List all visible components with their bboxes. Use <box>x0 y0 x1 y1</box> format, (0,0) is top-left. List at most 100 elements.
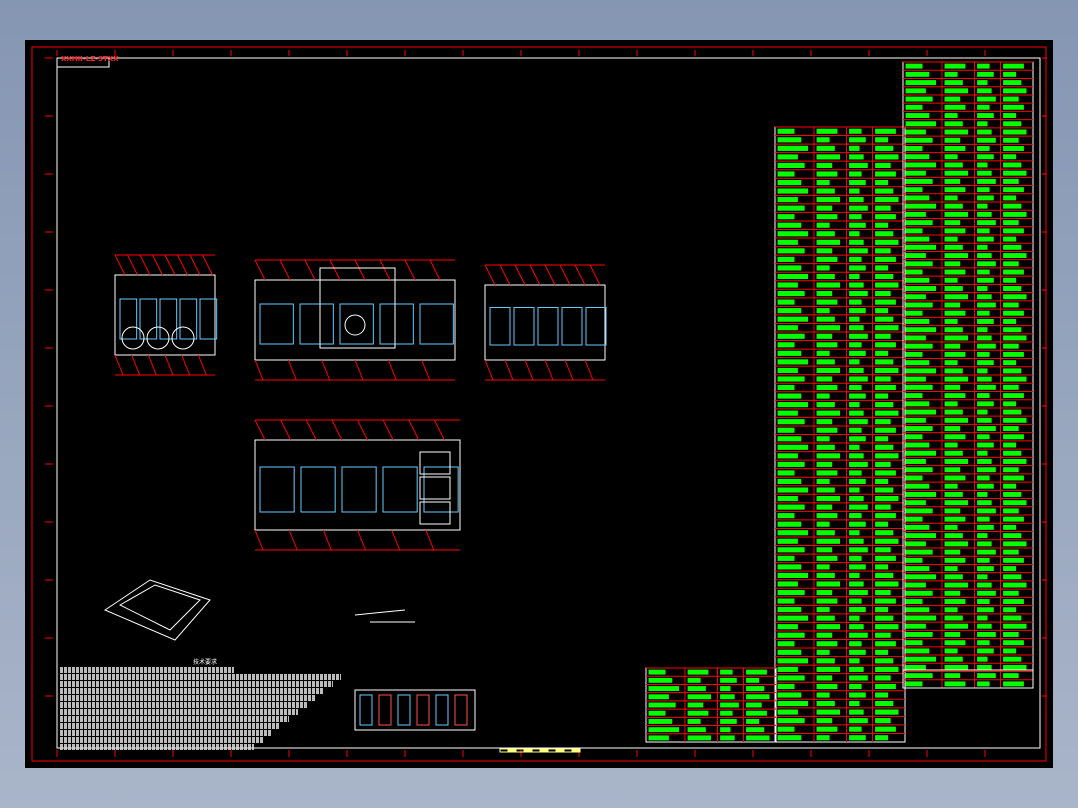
parts-list-right-cell-text <box>977 360 994 366</box>
parts-list-main-cell-text <box>777 513 795 519</box>
parts-list-right-cell-text <box>944 154 958 160</box>
motor <box>419 501 451 525</box>
parts-list-main-cell-text <box>849 701 860 707</box>
parts-list-right-cell-text <box>944 318 958 324</box>
parts-list-right-cell-text <box>905 360 930 366</box>
rear-view-leader <box>524 359 534 381</box>
cad-drawing-canvas[interactable]: XXHII-LZ-3TXX 技术要求 <box>25 40 1053 768</box>
parts-list-right-cell-text <box>905 327 937 333</box>
parts-list-main-cell-text <box>849 709 864 715</box>
parts-list-right-cell-text <box>944 178 961 184</box>
parts-list-main-cell-text <box>849 350 866 356</box>
scale-bar-segment <box>563 748 573 753</box>
parts-list-main-cell-text <box>777 709 798 715</box>
front-view-component <box>179 298 198 340</box>
parts-list-main-cell-text <box>849 538 864 544</box>
parts-list-right-cell-text <box>944 71 958 77</box>
parts-list-main-cell-text <box>777 496 798 502</box>
parts-list-right-cell-text <box>977 623 992 629</box>
parts-list-main-cell-text <box>777 291 805 297</box>
parts-list-main-cell-text <box>849 384 862 391</box>
parts-list-main-cell-text <box>875 427 896 433</box>
parts-list-right-cell-text <box>944 442 958 448</box>
scale-bar-segment <box>547 748 557 753</box>
parts-list-main-cell-text <box>777 701 809 707</box>
parts-list-right-cell-text <box>905 623 926 629</box>
parts-list-right-cell-text <box>977 137 996 143</box>
parts-list-right-cell-text <box>905 187 923 193</box>
parts-list-main-cell-text <box>875 342 896 348</box>
parts-list-right-cell-text <box>1003 566 1017 572</box>
parts-list-right-cell-text <box>905 368 937 374</box>
parts-list-main-cell-text <box>816 461 833 467</box>
side-view-leader <box>404 259 416 281</box>
parts-list-main-cell-text <box>849 402 860 408</box>
parts-list-main-cell-text <box>875 513 896 519</box>
parts-list-main-cell-text <box>777 333 805 339</box>
parts-list-right-cell-text <box>1003 351 1024 357</box>
parts-list-right-cell-text <box>905 121 937 127</box>
side-view-leader <box>304 259 316 281</box>
parts-list-right-cell-text <box>977 491 988 497</box>
parts-list-right-cell-text <box>1003 417 1027 423</box>
parts-list-right-cell-text <box>977 318 994 324</box>
parts-list-main-cell-text <box>816 316 835 322</box>
parts-list-main-cell-text <box>777 564 802 570</box>
parts-list-main-cell-text <box>875 188 894 194</box>
parts-list-right-cell-text <box>944 104 966 110</box>
parts-list-right-cell-text <box>944 63 966 69</box>
parts-list-main-cell-text <box>875 282 899 288</box>
parts-list-right-cell-text <box>977 590 996 596</box>
parts-list-main-cell-text <box>875 632 891 638</box>
parts-list-main-cell-text <box>816 299 838 305</box>
parts-list-main-cell-text <box>849 205 868 211</box>
parts-list-right-cell-text <box>1003 393 1024 399</box>
parts-list-main-cell-text <box>875 231 894 237</box>
parts-list-main-cell-text <box>777 137 802 143</box>
parts-list-right-cell-text <box>977 302 996 308</box>
drawing-tag-label: XXHII-LZ-3TXX <box>61 55 119 63</box>
parts-list-main-cell-text <box>816 222 830 228</box>
parts-list-main-cell-text <box>777 308 802 314</box>
parts-list-right-cell-text <box>905 71 930 77</box>
parts-list-right-cell-text <box>944 648 958 654</box>
parts-list-main-cell-text <box>875 154 899 160</box>
parts-list-main-cell-text <box>777 555 795 561</box>
parts-list-right-cell-text <box>977 434 990 440</box>
parts-list-main-cell-text <box>849 171 862 177</box>
parts-list-main-cell-text <box>849 299 862 305</box>
parts-list-main-cell-text <box>849 572 860 578</box>
parts-list-main-cell-text <box>777 453 798 459</box>
parts-list-bottom-cell-text <box>648 710 666 716</box>
parts-list-main-cell-text <box>777 188 809 194</box>
top-view-leader <box>254 529 264 551</box>
parts-list-right-cell-text <box>977 195 994 201</box>
parts-list-right-cell-text <box>1003 574 1022 580</box>
parts-list-right-cell-text <box>944 310 966 316</box>
parts-list-main-cell-text <box>875 256 896 262</box>
schematic-symbol <box>378 694 392 726</box>
side-view-leader <box>254 259 266 281</box>
parts-list-main-cell-text <box>849 273 860 280</box>
parts-list-right-cell-text <box>1003 664 1027 670</box>
top-view-leader <box>254 419 266 441</box>
parts-list-right-cell-text <box>944 549 961 555</box>
parts-list-right-cell-text <box>944 541 968 547</box>
parts-list-main-cell-text <box>849 410 864 416</box>
parts-list-right-cell-text <box>944 557 966 563</box>
parts-list-main-cell-text <box>875 444 894 450</box>
parts-list-right-cell-text <box>944 162 963 168</box>
parts-list-right-cell-text <box>1003 335 1027 341</box>
parts-list-right-cell-text <box>944 187 966 193</box>
parts-list-right-cell-text <box>977 417 992 423</box>
parts-list-main-cell-text <box>777 248 805 254</box>
parts-list-right-cell-text <box>977 121 988 127</box>
parts-list-main-cell-text <box>777 735 802 741</box>
parts-list-right-cell-text <box>1003 195 1017 201</box>
parts-list-main-cell-text <box>875 649 889 655</box>
parts-list-right-cell-text <box>905 409 937 415</box>
front-view-leader <box>127 254 138 276</box>
parts-list-right-cell-text <box>1003 137 1019 143</box>
top-view-leader <box>288 529 298 551</box>
parts-list-main-cell-text <box>875 179 889 186</box>
